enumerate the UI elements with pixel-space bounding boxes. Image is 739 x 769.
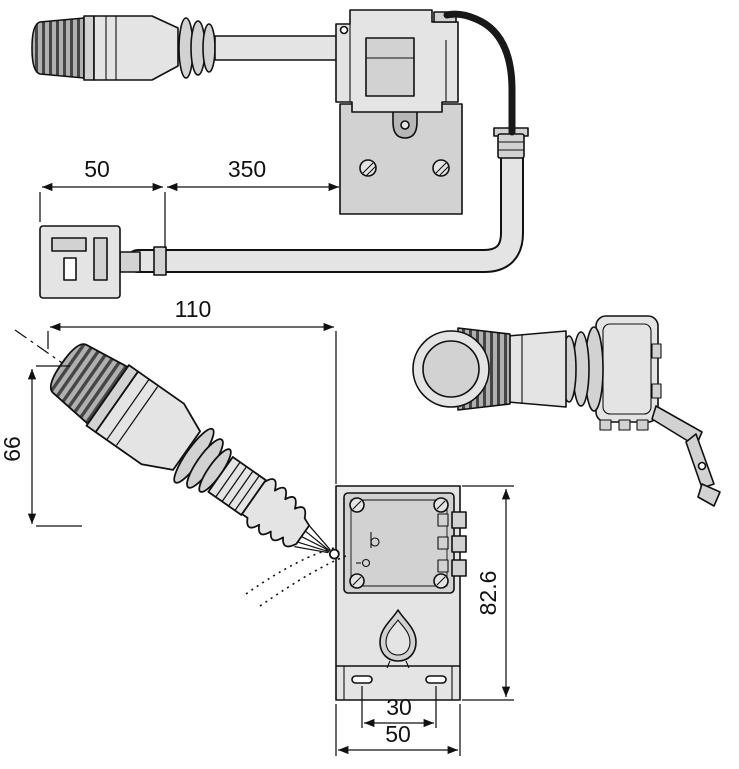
connector-slot xyxy=(51,237,87,252)
bracket-arm xyxy=(685,433,715,489)
mounting-slot xyxy=(351,675,373,684)
black-cable xyxy=(443,10,516,136)
knob-collar xyxy=(83,15,95,81)
front-plate-view xyxy=(335,485,467,701)
connector-slot xyxy=(93,237,108,281)
cable-assembly xyxy=(126,10,529,276)
angled-lever xyxy=(49,343,340,560)
keyhole-hole xyxy=(400,120,410,130)
lever-barrel xyxy=(94,370,201,471)
connector-tab xyxy=(451,559,467,577)
rubber-boot xyxy=(241,478,311,548)
housing-foot xyxy=(618,419,631,431)
dim-plate-82-6: 82.6 xyxy=(462,485,514,701)
dim-height-66: 66 xyxy=(0,365,82,527)
housing-foot xyxy=(636,419,649,431)
body-screw xyxy=(339,25,349,35)
tube-fitting xyxy=(153,246,167,276)
collar-ring xyxy=(202,23,216,73)
dim-connector-50: 50 xyxy=(39,156,166,248)
housing-lug xyxy=(651,343,662,359)
wire xyxy=(304,530,331,552)
bracket-end xyxy=(697,483,721,507)
dim-label-30: 30 xyxy=(386,694,412,720)
dim-cable-350: 350 xyxy=(167,156,339,192)
side-view: 50 350 xyxy=(31,9,529,299)
connector-body xyxy=(39,225,121,299)
perspective-view xyxy=(412,315,721,507)
dim-label-50: 50 xyxy=(84,156,110,182)
marking-symbol-1 xyxy=(370,537,380,547)
terminal xyxy=(437,559,449,573)
connector-slot xyxy=(63,257,77,281)
switch-body xyxy=(335,9,459,113)
dim-slots-30: 30 xyxy=(361,686,437,728)
inner-channel xyxy=(365,37,415,97)
wire xyxy=(297,541,330,553)
wire-path-hidden xyxy=(259,555,347,607)
dim-lever-110: 110 xyxy=(47,296,337,484)
dim-label-82-6: 82.6 xyxy=(475,571,501,616)
dim-label-plate-50: 50 xyxy=(385,721,411,747)
pivot-point xyxy=(328,548,340,560)
terminal xyxy=(437,536,449,550)
lever-side xyxy=(31,15,338,81)
knurled-knob xyxy=(31,17,85,79)
housing-foot xyxy=(599,419,612,431)
bracket-hole xyxy=(697,461,707,471)
connector-neck xyxy=(119,251,141,273)
lever-barrel xyxy=(93,15,179,81)
wire-path-hidden xyxy=(245,546,339,595)
ferrule xyxy=(497,133,525,159)
connector-tab xyxy=(451,535,467,553)
mounting-plate-side xyxy=(339,103,463,215)
keyhole-hanger-inner xyxy=(385,619,411,656)
wire xyxy=(301,536,331,552)
housing-lug xyxy=(651,383,662,399)
wire xyxy=(308,525,331,551)
knob-end-inner xyxy=(422,340,480,398)
dim-label-110: 110 xyxy=(175,296,212,322)
connector-tab xyxy=(451,511,467,529)
switch-housing xyxy=(595,315,659,423)
terminal xyxy=(437,513,449,527)
marking-symbol-2 xyxy=(361,558,371,568)
wire xyxy=(294,546,329,554)
connector xyxy=(39,225,141,299)
mounting-slot xyxy=(425,675,447,684)
lever-barrel xyxy=(507,330,567,408)
dim-label-66: 66 xyxy=(0,436,25,462)
dim-label-350: 350 xyxy=(228,156,266,182)
lever-shaft xyxy=(214,35,338,61)
dim-plate-50: 50 xyxy=(335,704,461,756)
cable-tube xyxy=(128,144,522,271)
